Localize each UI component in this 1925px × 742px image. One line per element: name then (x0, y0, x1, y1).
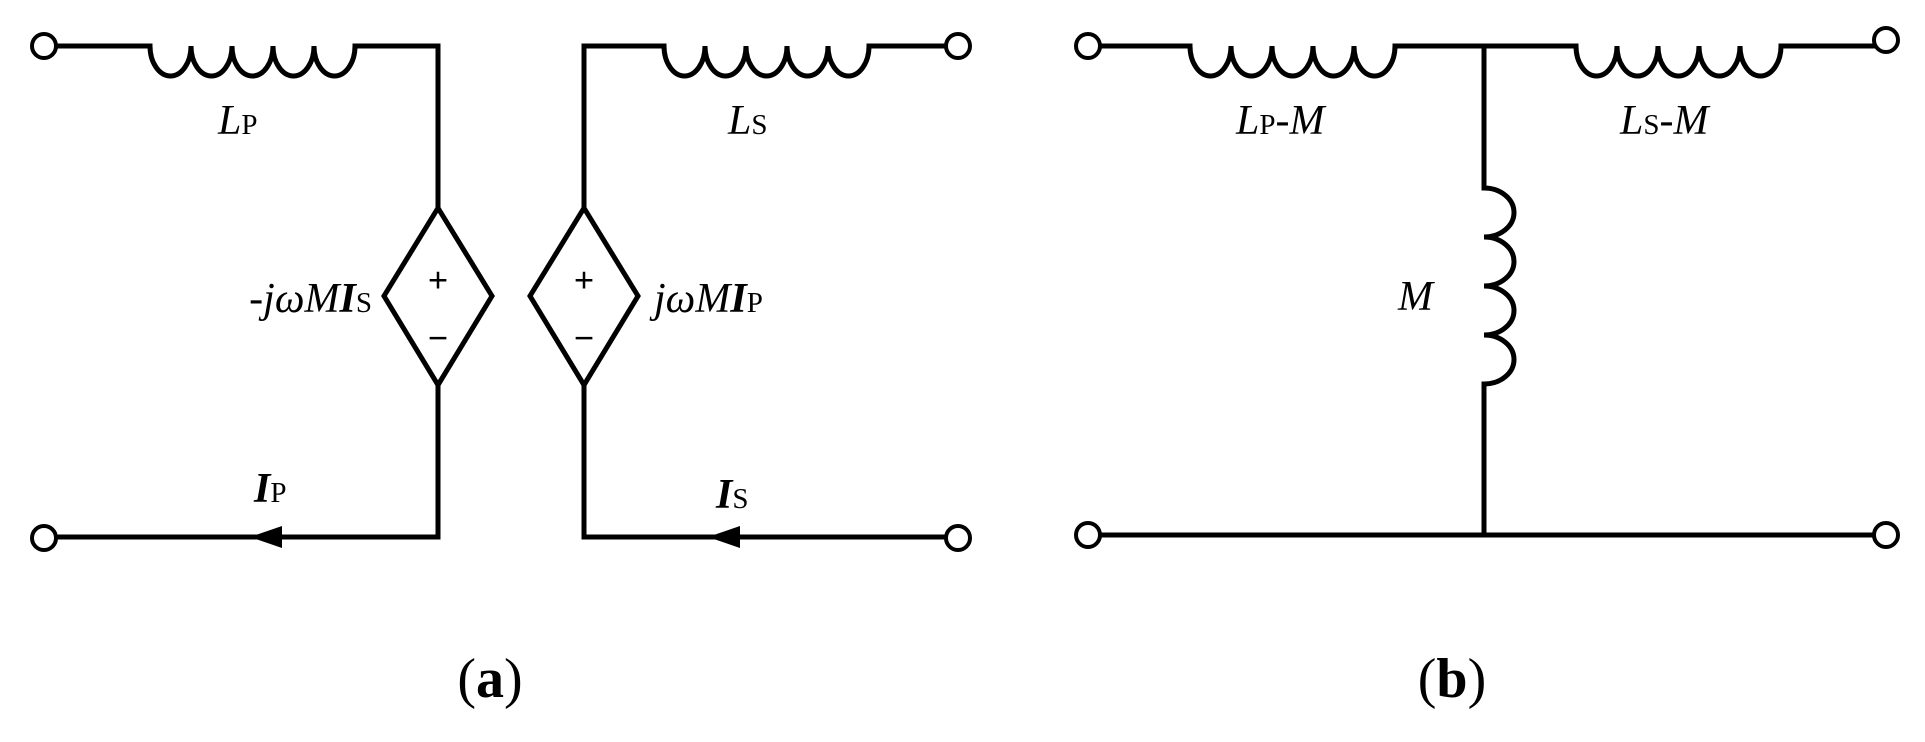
current-arrow-is (708, 526, 740, 548)
panel-a: + − + − LP LS -jωMIS jωMIP (30, 32, 972, 710)
dependent-source-right (527, 203, 641, 390)
label-current-is: IS (715, 472, 749, 518)
label-lp-minus-m: LP-M (1235, 98, 1327, 144)
panel-b: LP-M LS-M M (b) (1074, 26, 1900, 710)
terminal-b-bottom-right (1872, 521, 1900, 549)
label-ls: LS (727, 98, 768, 144)
label-source-right: jωMIP (649, 276, 763, 322)
primary-mid-wire (53, 382, 441, 540)
terminal-a-bottom-right (944, 524, 972, 552)
source-left-minus: − (428, 318, 449, 358)
inductor-lp-minus-m (1187, 45, 1398, 79)
caption-b: (b) (1418, 648, 1486, 710)
terminal-b-bottom-left (1074, 521, 1102, 549)
inductor-lp (147, 45, 358, 79)
label-m: M (1397, 274, 1435, 320)
source-right-plus: + (574, 260, 595, 300)
label-current-ip: IP (253, 466, 287, 512)
terminal-a-top-left (30, 32, 58, 60)
terminal-b-top-right (1872, 26, 1900, 54)
secondary-top-wire-left (581, 43, 667, 211)
inductor-ls (661, 45, 872, 79)
secondary-bottom-wire (581, 382, 949, 540)
dependent-source-left (381, 203, 495, 390)
terminal-a-bottom-left (30, 524, 58, 552)
caption-a: (a) (457, 648, 522, 710)
primary-top-wire-right (352, 43, 441, 211)
label-ls-minus-m: LS-M (1619, 98, 1711, 144)
current-arrow-ip (250, 526, 282, 548)
terminal-a-top-right (944, 32, 972, 60)
source-left-plus: + (428, 260, 449, 300)
inductor-m (1483, 185, 1517, 387)
label-lp: LP (217, 98, 258, 144)
source-right-minus: − (574, 318, 595, 358)
inductor-ls-minus-m (1573, 45, 1784, 79)
terminal-b-top-left (1074, 32, 1102, 60)
label-source-left: -jωMIS (249, 276, 372, 322)
